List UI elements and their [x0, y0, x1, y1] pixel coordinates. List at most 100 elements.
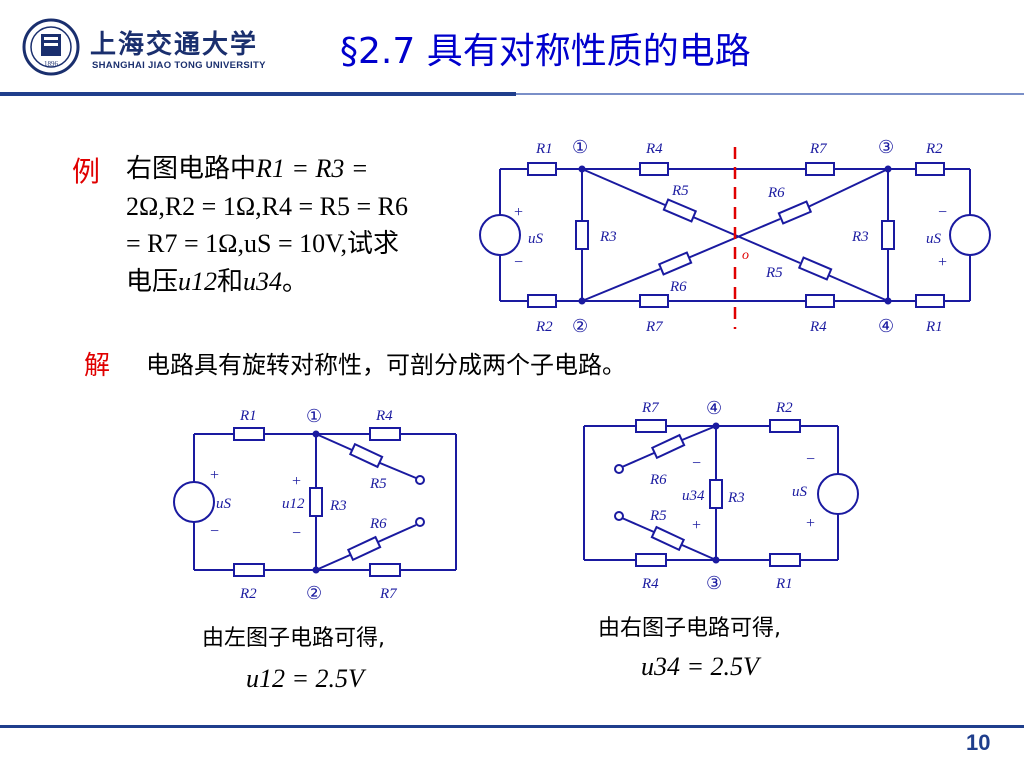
right-label-r3: R3	[727, 490, 745, 506]
right-label-r1: R1	[775, 576, 793, 592]
example-line-3-text: 试求	[347, 229, 400, 259]
right-resistor-r3	[709, 479, 723, 509]
left-label-r7: R7	[379, 586, 398, 602]
university-logo: 1896 上海交通大学 SHANGHAI JIAO TONG UNIVERSIT…	[22, 18, 265, 80]
example-mark: 例	[72, 155, 101, 188]
example-line-3-math: = R7 = 1Ω,uS = 10V,	[126, 229, 348, 258]
main-resistor-r3-right	[881, 220, 895, 250]
main-resistor-r2-bottom	[527, 294, 557, 308]
solution-mark: 解	[84, 351, 111, 381]
label-r4-top: R4	[645, 141, 663, 157]
main-node-2-dot	[578, 297, 586, 305]
left-source-minus: −	[514, 254, 523, 271]
right-subcircuit-diagram: R7 R2 R4 R1 R3 R6 R5 uS u34 ④ ③ − + − +	[583, 398, 859, 593]
right-label-r7: R7	[641, 400, 660, 416]
main-node-3-dot	[884, 165, 892, 173]
example-u34: u34	[243, 267, 283, 296]
right-node-3-dot	[712, 556, 720, 564]
left-label-r1: R1	[239, 408, 257, 424]
right-subcircuit-caption: 由右图子电路可得,	[598, 616, 781, 641]
right-resistor-r6	[650, 433, 686, 460]
left-resistor-r6	[346, 535, 382, 562]
title-divider-thin	[516, 93, 1024, 95]
logo-year: 1896	[44, 60, 59, 68]
left-label-r4: R4	[375, 408, 393, 424]
right-source-plus: +	[806, 515, 815, 532]
left-node-2-dot	[312, 566, 320, 574]
main-circuit-diagram: R1 R4 R7 R2 R2 R7 R4 R1 R3 R3 R5 R6 R6 R…	[479, 137, 991, 336]
main-node-4-dot	[884, 297, 892, 305]
label-center-o: o	[742, 248, 749, 263]
main-resistor-r7-top	[805, 162, 835, 176]
page-number: 10	[966, 730, 991, 755]
example-line-4-pre: 电压	[126, 267, 179, 297]
label-r1-bottom: R1	[925, 319, 943, 335]
example-line-1: 右图电路中R1 = R3 =	[126, 150, 476, 188]
left-label-r6: R6	[369, 516, 387, 532]
example-statement: 右图电路中R1 = R3 = 2Ω,R2 = 1Ω,R4 = R5 = R6 =…	[126, 150, 476, 301]
left-resistor-r3	[309, 487, 323, 517]
main-resistor-r5-upper	[662, 198, 698, 223]
right-u34-minus: −	[692, 455, 701, 472]
label-r1-top: R1	[535, 141, 553, 157]
right-resistor-r4	[635, 553, 667, 567]
main-resistor-r4-top	[639, 162, 669, 176]
left-resistor-r1	[233, 427, 265, 441]
right-resistor-r5	[650, 525, 686, 552]
right-subcircuit-result: u34 = 2.5V	[641, 652, 759, 681]
left-resistor-r5	[348, 442, 384, 469]
left-subcircuit-result: u12 = 2.5V	[246, 664, 364, 693]
university-emblem-icon: 1896	[22, 18, 80, 76]
main-resistor-r7-bottom	[639, 294, 669, 308]
right-label-r2: R2	[775, 400, 793, 416]
left-subcircuit-diagram: R1 R4 R2 R7 R3 R5 R6 uS u12 ① ② + − + −	[173, 406, 457, 603]
label-r6-lower: R6	[669, 279, 687, 295]
label-r7-top: R7	[809, 141, 828, 157]
main-resistor-r6-lower	[657, 251, 693, 276]
left-resistor-r4	[369, 427, 401, 441]
label-r5-upper: R5	[671, 183, 689, 199]
main-node-1-dot	[578, 165, 586, 173]
right-label-node-4: ④	[706, 398, 722, 418]
right-node-4-dot	[712, 422, 720, 430]
main-resistor-r3-left	[575, 220, 589, 250]
left-subcircuit-caption: 由左图子电路可得,	[202, 626, 385, 651]
left-u12-plus: +	[292, 473, 301, 490]
logo-english-name: SHANGHAI JIAO TONG UNIVERSITY	[92, 60, 266, 71]
main-resistor-r2-top	[915, 162, 945, 176]
title-divider	[0, 92, 516, 96]
left-label-r2: R2	[239, 586, 257, 602]
page-title: §2.7 具有对称性质的电路	[340, 31, 751, 72]
left-source-minus: −	[210, 523, 219, 540]
label-node-3: ③	[878, 137, 894, 157]
footer-divider	[0, 725, 1024, 728]
right-resistor-r2	[769, 419, 801, 433]
example-line-1-math: R1 = R3 =	[256, 154, 369, 183]
left-label-r5: R5	[369, 476, 387, 492]
left-resistor-r7	[369, 563, 401, 577]
right-source-minus: −	[806, 451, 815, 468]
right-label-r5: R5	[649, 508, 667, 524]
main-resistor-r4-bottom	[805, 294, 835, 308]
left-resistor-r2	[233, 563, 265, 577]
label-r4-bottom: R4	[809, 319, 827, 335]
left-u12-minus: −	[292, 525, 301, 542]
example-line-4: 电压u12和u34。	[126, 263, 476, 301]
left-source-plus: +	[514, 204, 523, 221]
example-line-1-text: 右图电路中	[126, 154, 257, 184]
left-source-plus: +	[210, 467, 219, 484]
label-r2-top: R2	[925, 141, 943, 157]
left-label-node-2: ②	[306, 583, 322, 603]
label-node-4: ④	[878, 316, 894, 336]
label-us-right: uS	[926, 231, 942, 247]
right-label-r6: R6	[649, 472, 667, 488]
label-us-left: uS	[528, 231, 544, 247]
example-line-4-end: 。	[282, 267, 309, 297]
label-r7-bottom: R7	[645, 319, 664, 335]
right-u34-plus: +	[692, 517, 701, 534]
label-r3-left: R3	[599, 229, 617, 245]
right-source-minus: −	[938, 204, 947, 221]
label-r6-upper: R6	[767, 185, 785, 201]
example-u12: u12	[178, 267, 218, 296]
left-label-r3: R3	[329, 498, 347, 514]
